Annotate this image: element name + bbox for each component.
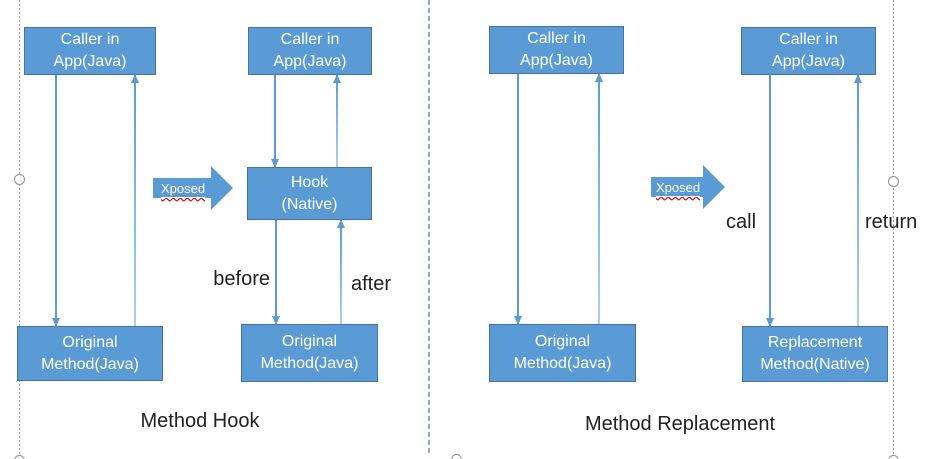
arrowhead-down-icon: [51, 318, 60, 327]
xposed-arrow[interactable]: Xposed: [651, 165, 725, 209]
before-label[interactable]: before: [213, 268, 270, 290]
center-guide-dashed: [428, 0, 430, 453]
original-method-line1: Original: [62, 333, 118, 351]
caller-box-line2: App(Java): [53, 53, 127, 70]
xposed-arrow-body: Xposed: [153, 178, 213, 198]
hook-box[interactable]: Hook (Native): [247, 167, 372, 220]
caller-box-line2: App(Java): [273, 53, 347, 70]
original-method-box[interactable]: Original Method(Java): [489, 324, 636, 382]
connector-line: [274, 75, 276, 167]
original-method-line1: Original: [534, 333, 591, 350]
call-arrow-down[interactable]: [270, 75, 279, 168]
replacement-method-box[interactable]: Replacement Method(Native): [742, 326, 888, 382]
xposed-arrowhead-icon: [703, 165, 725, 209]
original-method-box[interactable]: Original Method(Java): [17, 326, 163, 381]
call-arrow-down[interactable]: [765, 75, 774, 327]
diagram-caption[interactable]: Method Replacement: [584, 413, 776, 435]
replacement-method-line1: Replacement: [767, 334, 863, 351]
hook-box-line2: (Native): [281, 195, 338, 213]
selection-handle-right[interactable]: [888, 175, 899, 187]
arrowhead-up-icon: [853, 74, 862, 83]
caller-box[interactable]: Caller in App(Java): [24, 27, 156, 75]
return-label[interactable]: return: [865, 211, 918, 233]
arrowhead-up-icon: [130, 74, 139, 83]
caller-box[interactable]: Caller in App(Java): [489, 26, 624, 74]
caller-box-line2: App(Java): [772, 53, 845, 70]
connector-line: [517, 74, 519, 324]
after-label[interactable]: after: [351, 273, 392, 295]
connector-line: [55, 75, 57, 326]
xposed-label: Xposed: [655, 179, 701, 195]
arrowhead-up-icon: [336, 219, 345, 228]
return-arrow-up[interactable]: [332, 74, 341, 167]
caller-box-line1: Caller in: [779, 31, 838, 48]
original-method-line1: Original: [281, 333, 338, 350]
caller-box-line1: Caller in: [60, 31, 120, 48]
xposed-arrowhead-icon: [211, 166, 233, 210]
connector-line: [769, 75, 771, 326]
caller-box-line1: Caller in: [280, 31, 340, 48]
before-arrow-down[interactable]: [271, 220, 280, 325]
hook-box-line1: Hook: [290, 173, 329, 191]
arrowhead-down-icon: [271, 316, 280, 325]
selection-handle-bottom-center[interactable]: [450, 453, 462, 459]
connector-line: [134, 75, 136, 326]
caller-box-line1: Caller in: [527, 30, 586, 47]
caller-box[interactable]: Caller in App(Java): [741, 27, 876, 75]
connector-line: [336, 75, 338, 167]
original-method-line2: Method(Java): [513, 355, 612, 372]
xposed-label: Xposed: [160, 180, 206, 196]
after-arrow-up[interactable]: [336, 219, 345, 324]
arrowhead-up-icon: [332, 74, 341, 83]
call-arrow-down[interactable]: [51, 75, 60, 327]
connector-line: [857, 75, 859, 326]
arrowhead-up-icon: [594, 73, 603, 82]
replacement-method-line2: Method(Native): [760, 356, 870, 373]
caller-box[interactable]: Caller in App(Java): [248, 27, 372, 75]
diagram-caption[interactable]: Method Hook: [140, 410, 260, 432]
xposed-arrow-body: Xposed: [651, 177, 705, 197]
connector-line: [598, 74, 600, 324]
original-method-line2: Method(Java): [260, 355, 359, 372]
arrowhead-down-icon: [270, 159, 279, 168]
selection-handle-bottom-right[interactable]: [888, 454, 899, 459]
selection-guide-left: [18, 0, 20, 456]
return-arrow-up[interactable]: [130, 74, 139, 326]
selection-handle-bottom-left[interactable]: [13, 454, 25, 459]
call-arrow-down[interactable]: [513, 74, 522, 325]
connector-line: [275, 220, 277, 324]
connector-line: [340, 220, 342, 324]
selection-guide-right: [893, 0, 894, 456]
return-arrow-up[interactable]: [594, 73, 603, 324]
arrowhead-down-icon: [765, 318, 774, 327]
arrowhead-down-icon: [513, 316, 522, 325]
original-method-line2: Method(Java): [41, 355, 139, 373]
xposed-arrow[interactable]: Xposed: [153, 166, 233, 210]
caller-box-line2: App(Java): [520, 52, 593, 69]
return-arrow-up[interactable]: [853, 74, 862, 326]
selection-handle-left[interactable]: [13, 173, 25, 185]
original-method-box[interactable]: Original Method(Java): [241, 324, 378, 382]
call-label[interactable]: call: [726, 211, 757, 233]
